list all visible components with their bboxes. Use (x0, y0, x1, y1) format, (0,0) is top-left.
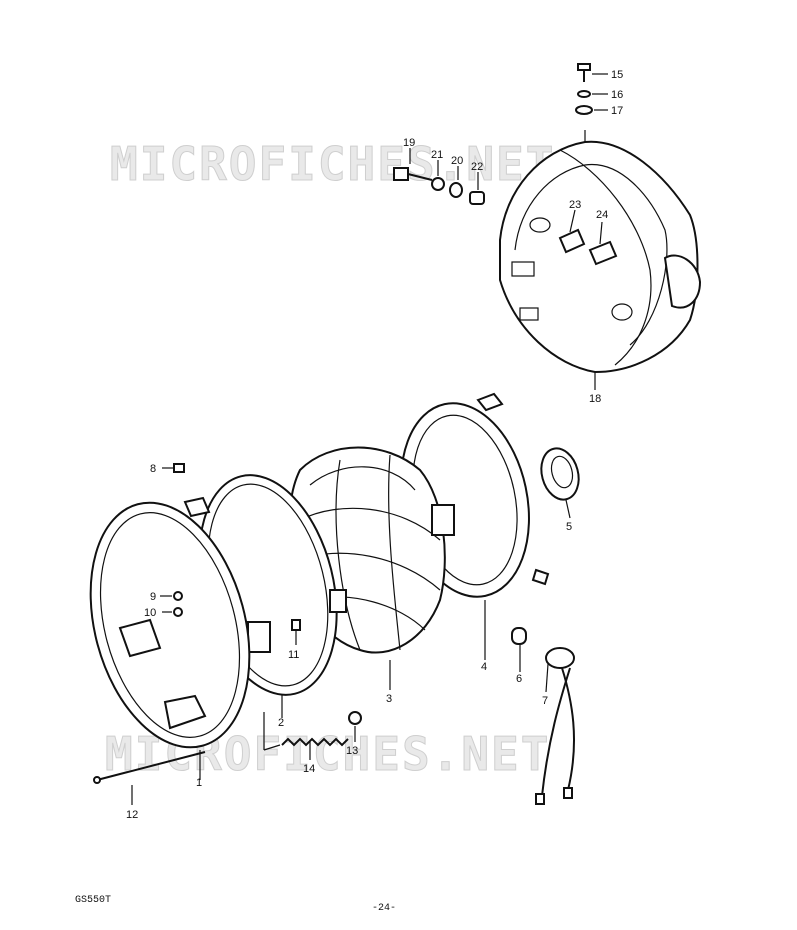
callout-13: 13 (346, 745, 358, 757)
callout-9: 9 (150, 591, 156, 603)
callout-7: 7 (542, 695, 548, 707)
footer-page-number: -24- (372, 903, 396, 914)
callout-19: 19 (403, 137, 415, 149)
watermark-top: MICROFICHES.NET (110, 137, 555, 191)
nut-13 (348, 711, 362, 742)
callout-3: 3 (386, 693, 392, 705)
callout-1: 1 (196, 777, 202, 789)
callout-4: 4 (481, 661, 487, 673)
socket-cover-5 (540, 447, 580, 501)
footer-model-code: GS550T (75, 895, 111, 906)
leader-5 (565, 499, 571, 519)
callout-17: 17 (611, 105, 623, 117)
callout-5: 5 (566, 521, 572, 533)
headlamp-outer-rim (89, 496, 251, 749)
wire-harness (535, 667, 575, 805)
nut-21 (431, 160, 445, 191)
callout-11: 11 (288, 649, 299, 661)
adjust-bolt-12 (93, 751, 206, 805)
washer-10 (162, 607, 183, 617)
callout-20: 20 (451, 155, 463, 167)
screw-15 (577, 63, 608, 82)
callout-15: 15 (611, 69, 623, 81)
callout-10: 10 (144, 607, 156, 619)
callout-18: 18 (589, 393, 601, 405)
callout-23: 23 (569, 199, 581, 211)
callout-8: 8 (150, 463, 156, 475)
callout-21: 21 (431, 149, 443, 161)
callout-2: 2 (278, 717, 284, 729)
callout-22: 22 (471, 161, 483, 173)
callout-6: 6 (516, 673, 522, 685)
callout-14: 14 (303, 763, 315, 775)
washer-20 (449, 166, 463, 198)
screw-8 (162, 463, 185, 473)
leader-24 (599, 221, 603, 245)
lock-washer-16 (577, 90, 608, 98)
screw-11 (291, 619, 301, 645)
nut-9 (160, 591, 183, 601)
bulb-6 (511, 627, 527, 672)
washer-17 (575, 105, 608, 115)
callout-16: 16 (611, 89, 623, 101)
spring-14 (263, 712, 349, 760)
callout-24: 24 (596, 209, 608, 221)
bolt-19 (393, 148, 433, 181)
spacer-22 (469, 172, 485, 205)
leader-23 (569, 209, 576, 233)
callout-12: 12 (126, 809, 138, 821)
headlamp-housing (499, 140, 702, 374)
socket-7 (545, 647, 575, 693)
